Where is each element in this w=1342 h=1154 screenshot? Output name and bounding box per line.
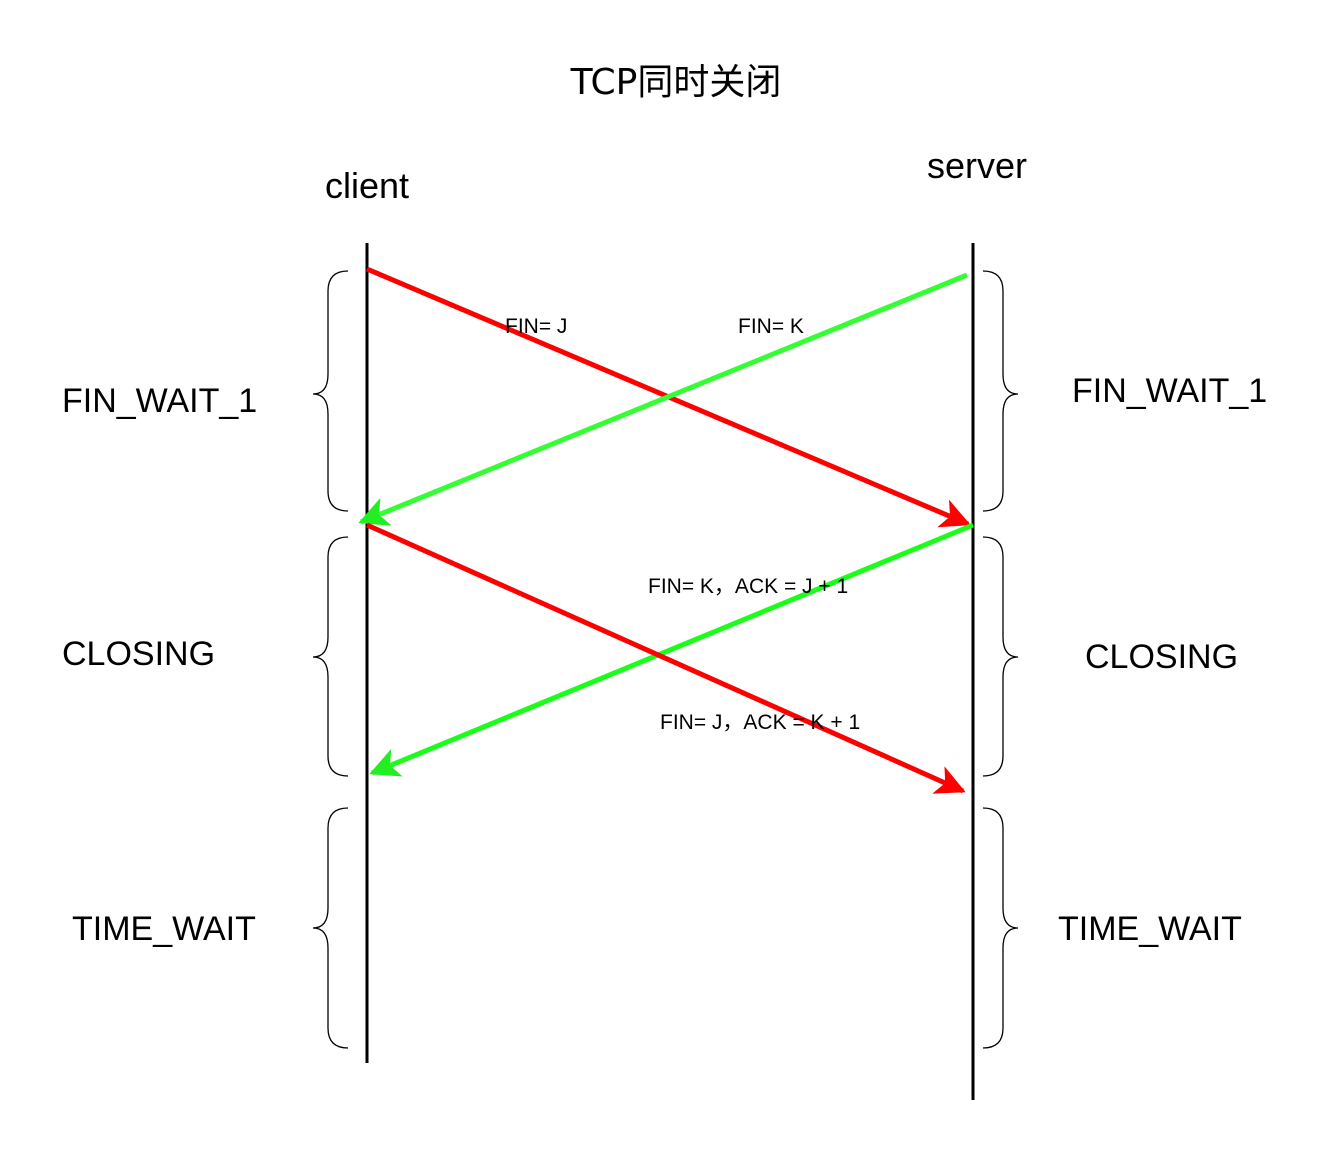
server-label: server — [927, 145, 1027, 186]
server-fin-wait-1-brace — [982, 270, 1019, 512]
message-arrow-fin-j-ack — [365, 522, 966, 794]
client-label: client — [325, 165, 409, 206]
server-state-closing: CLOSING — [1085, 638, 1238, 676]
message-label-fin-k-ack: FIN= K，ACK = J + 1 — [648, 575, 848, 598]
message-label-fin-j-ack: FIN= J，ACK = K + 1 — [660, 711, 860, 734]
server-time-wait-brace — [982, 807, 1019, 1049]
client-time-wait-brace — [312, 807, 349, 1049]
diagram-title: TCP同时关闭 — [570, 62, 782, 103]
client-state-closing: CLOSING — [62, 635, 215, 673]
client-fin-wait-1-brace — [312, 270, 349, 512]
message-label-fin-k: FIN= K — [738, 315, 804, 338]
client-closing-brace — [312, 536, 349, 777]
server-closing-brace — [982, 536, 1019, 777]
client-state-fin-wait-1: FIN_WAIT_1 — [62, 382, 257, 420]
server-state-fin-wait-1: FIN_WAIT_1 — [1072, 372, 1267, 410]
server-state-time-wait: TIME_WAIT — [1058, 910, 1242, 948]
client-state-time-wait: TIME_WAIT — [72, 910, 256, 948]
message-label-fin-j: FIN= J — [505, 315, 567, 338]
message-arrow-fin-k-ack — [369, 522, 974, 777]
message-arrow-fin-k — [358, 272, 968, 526]
